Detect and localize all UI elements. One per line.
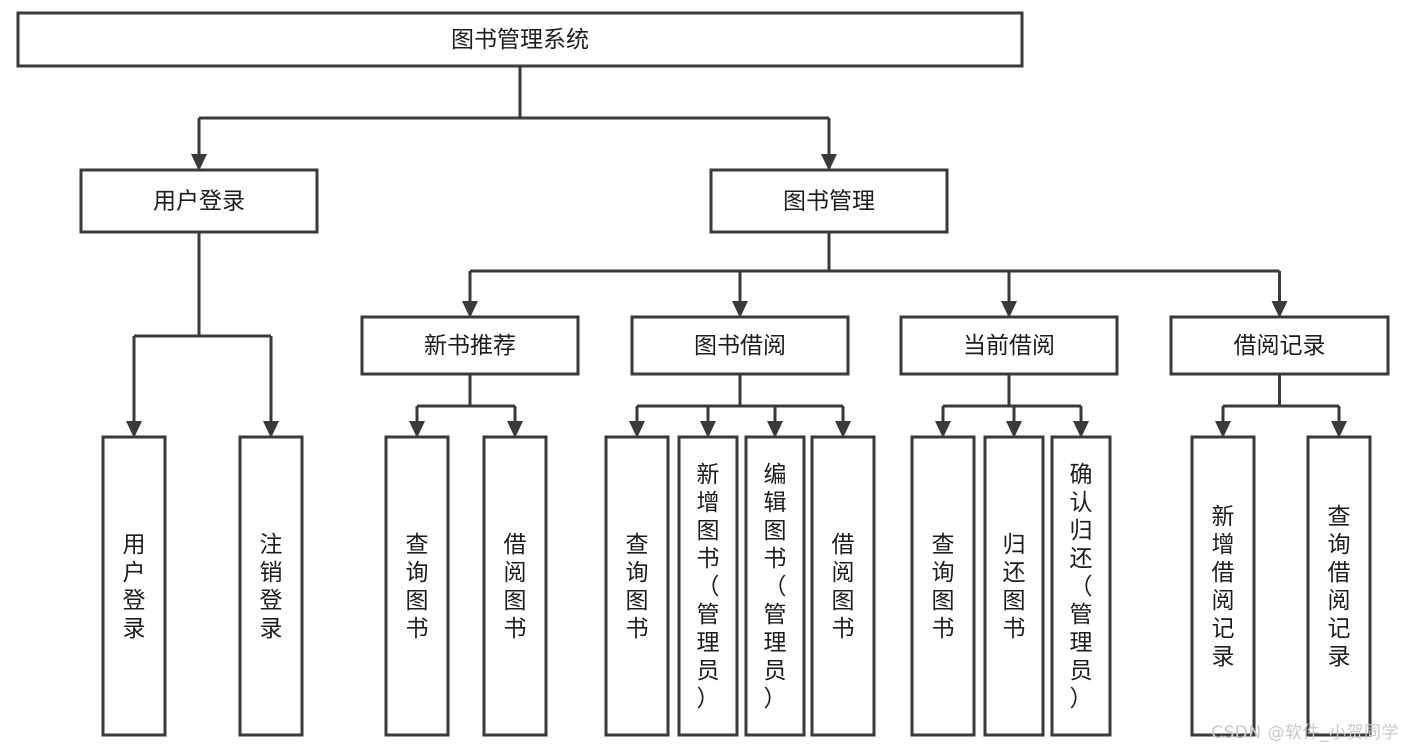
node-box[interactable] (709, 168, 949, 234)
node-label: 图书管理 (783, 189, 875, 215)
node-leaf-borrow-book-1[interactable]: 借阅图书 (482, 435, 548, 737)
node-box[interactable] (604, 435, 670, 737)
node-box[interactable] (1306, 435, 1372, 737)
node-l2-book-manage[interactable]: 图书管理 (709, 168, 949, 234)
arrow-head-icon (629, 421, 645, 438)
arrow-head-icon (263, 421, 279, 438)
node-label: 查询借阅记录 (1328, 504, 1351, 670)
node-label: 新增图书（管理员） (697, 462, 720, 712)
node-leaf-edit-book[interactable]: 编辑图书（管理员） (744, 435, 806, 737)
node-label: 编辑图书（管理员） (764, 462, 787, 712)
node-l3-book-borrow[interactable]: 图书借阅 (630, 315, 850, 376)
node-label: 新书推荐 (424, 333, 516, 359)
node-box[interactable] (677, 435, 739, 737)
node-box[interactable] (1190, 435, 1256, 737)
arrow-head-icon (767, 421, 783, 438)
node-box[interactable] (744, 435, 806, 737)
node-label: 借阅记录 (1234, 333, 1326, 359)
node-label: 用户登录 (123, 532, 146, 642)
node-leaf-borrow-book-2[interactable]: 借阅图书 (810, 435, 876, 737)
node-box[interactable] (1169, 315, 1390, 376)
node-leaf-user-logout[interactable]: 注销登录 (238, 435, 304, 737)
arrow-head-icon (1331, 421, 1347, 438)
node-leaf-query-book-1[interactable]: 查询图书 (384, 435, 450, 737)
node-label: 当前借阅 (963, 333, 1055, 359)
node-leaf-return-book[interactable]: 归还图书 (983, 435, 1045, 737)
node-label: 归还图书 (1003, 532, 1026, 642)
node-layer: 图书管理系统用户登录图书管理新书推荐图书借阅当前借阅借阅记录用户登录注销登录查询… (16, 11, 1390, 737)
node-box[interactable] (79, 168, 319, 234)
node-box[interactable] (810, 435, 876, 737)
arrow-head-icon (1006, 421, 1022, 438)
node-box[interactable] (482, 435, 548, 737)
node-label: 图书借阅 (694, 333, 786, 359)
node-leaf-user-login[interactable]: 用户登录 (101, 435, 167, 737)
connector-layer (126, 66, 1347, 438)
node-box[interactable] (16, 11, 1024, 68)
node-box[interactable] (384, 435, 450, 737)
arrow-head-icon (935, 421, 951, 438)
arrow-head-icon (1073, 421, 1089, 438)
node-l3-new-book-rec[interactable]: 新书推荐 (360, 315, 580, 376)
arrow-head-icon (1001, 301, 1017, 318)
node-label: 查询图书 (406, 532, 429, 642)
node-label: 查询图书 (932, 532, 955, 642)
arrow-head-icon (700, 421, 716, 438)
node-label: 图书管理系统 (451, 27, 589, 53)
node-label: 用户登录 (153, 189, 245, 215)
arrow-head-icon (126, 421, 142, 438)
node-box[interactable] (899, 315, 1119, 376)
arrow-head-icon (1271, 301, 1288, 318)
node-leaf-add-book[interactable]: 新增图书（管理员） (677, 435, 739, 737)
node-leaf-query-book-2[interactable]: 查询图书 (604, 435, 670, 737)
arrow-head-icon (1215, 421, 1231, 438)
arrow-head-icon (835, 421, 851, 438)
arrow-head-icon (462, 301, 478, 318)
node-label: 查询图书 (626, 532, 649, 642)
node-leaf-add-record[interactable]: 新增借阅记录 (1190, 435, 1256, 737)
node-box[interactable] (101, 435, 167, 737)
node-l3-current-borrow[interactable]: 当前借阅 (899, 315, 1119, 376)
node-l2-user-login[interactable]: 用户登录 (79, 168, 319, 234)
node-leaf-query-book-3[interactable]: 查询图书 (910, 435, 976, 737)
node-box[interactable] (983, 435, 1045, 737)
node-l3-borrow-record[interactable]: 借阅记录 (1169, 315, 1390, 376)
arrow-head-icon (821, 154, 837, 171)
node-label: 借阅图书 (832, 532, 855, 642)
node-box[interactable] (1050, 435, 1112, 737)
node-root[interactable]: 图书管理系统 (16, 11, 1024, 68)
node-box[interactable] (630, 315, 850, 376)
node-leaf-query-record[interactable]: 查询借阅记录 (1306, 435, 1372, 737)
node-box[interactable] (910, 435, 976, 737)
arrow-head-icon (191, 154, 207, 171)
arrow-head-icon (732, 301, 748, 318)
node-box[interactable] (360, 315, 580, 376)
node-label: 借阅图书 (504, 532, 527, 642)
arrow-head-icon (409, 421, 425, 438)
node-label: 新增借阅记录 (1212, 504, 1235, 670)
csdn-watermark: CSDN @软件_小贺同学 (1211, 723, 1399, 743)
node-label: 确认归还（管理员） (1070, 462, 1093, 712)
arrow-head-icon (507, 421, 523, 438)
node-label: 注销登录 (260, 532, 283, 642)
node-leaf-confirm-return[interactable]: 确认归还（管理员） (1050, 435, 1112, 737)
node-box[interactable] (238, 435, 304, 737)
